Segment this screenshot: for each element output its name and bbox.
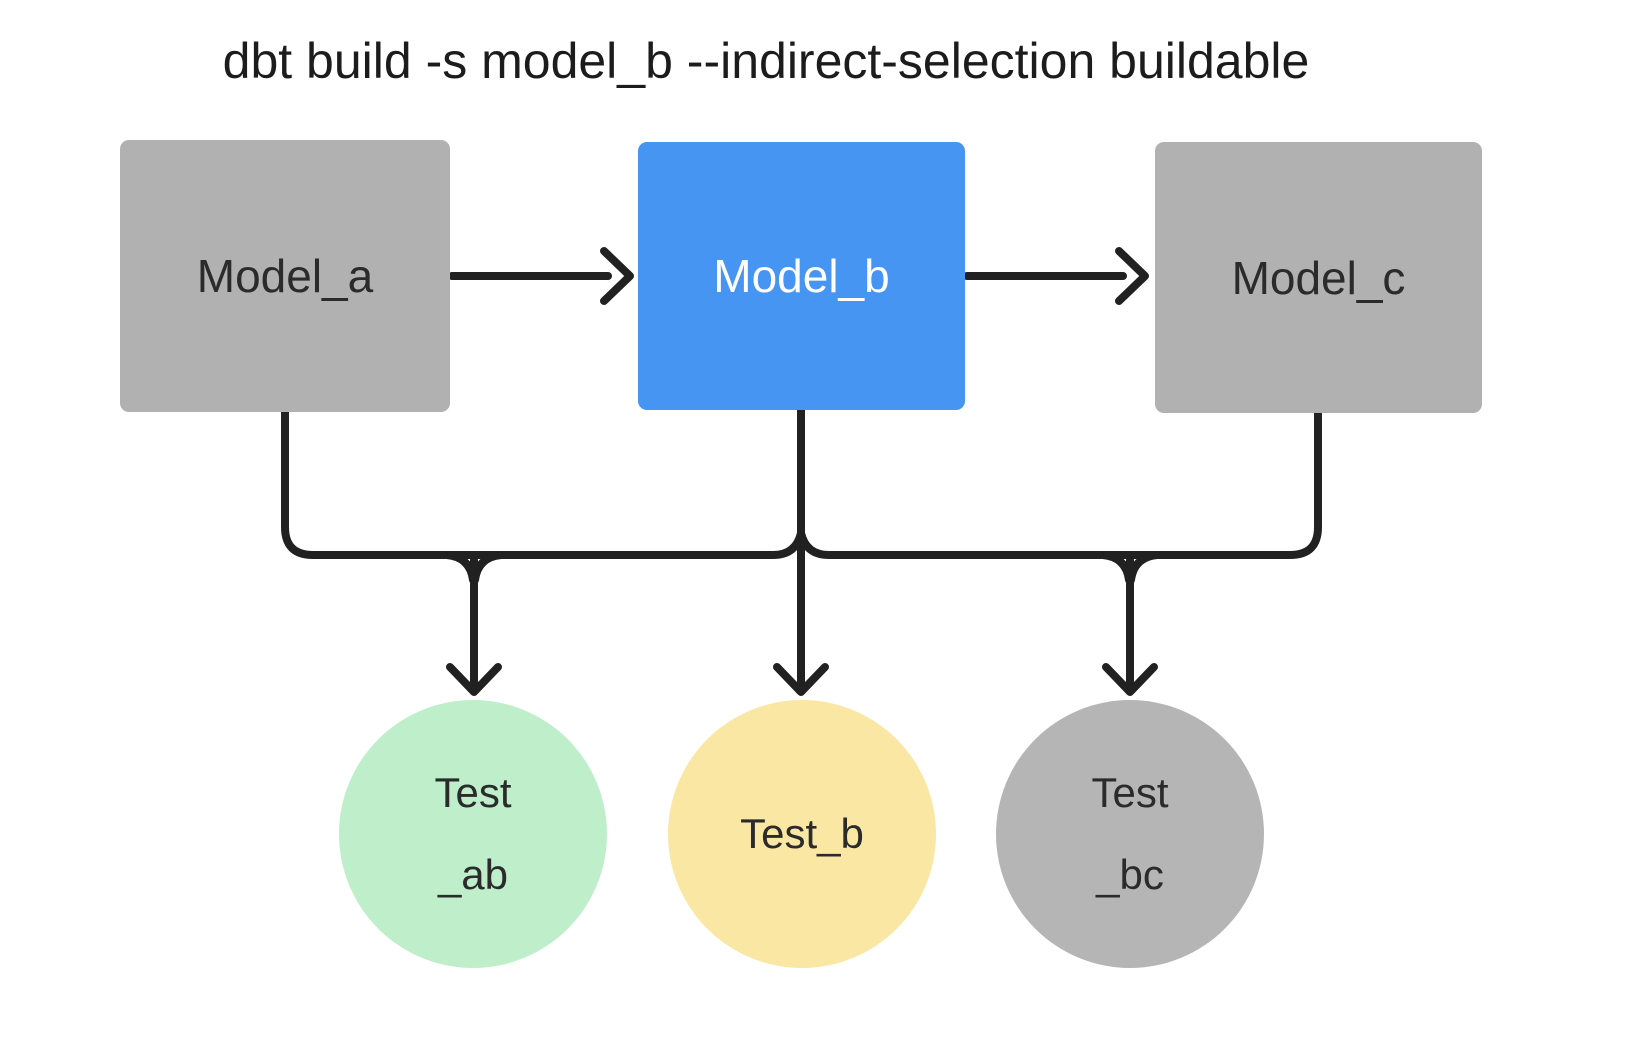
node-test-ab-label-line2: _ab bbox=[437, 851, 509, 898]
node-test-b: Test_b bbox=[668, 700, 936, 968]
node-test-bc: Test _bc bbox=[996, 700, 1264, 968]
edge-model-c-to-bus bbox=[797, 409, 1322, 559]
edge-bus-to-test-ab bbox=[443, 551, 505, 696]
node-test-b-label: Test_b bbox=[740, 810, 864, 858]
node-model-c-label: Model_c bbox=[1231, 251, 1406, 304]
node-model-b-label: Model_b bbox=[713, 250, 890, 302]
edge-model-a-to-model-b bbox=[448, 247, 634, 305]
edge-model-b-to-model-c bbox=[963, 247, 1149, 305]
fork-curve bbox=[443, 551, 477, 584]
edge-model-a-to-bus bbox=[281, 408, 805, 559]
fork-curve bbox=[471, 551, 505, 584]
edge-bus-to-test-bc bbox=[1099, 551, 1161, 696]
node-model-b: Model_b bbox=[638, 142, 965, 410]
fork-curve bbox=[1127, 551, 1161, 584]
node-test-ab: Test _ab bbox=[339, 700, 607, 968]
node-model-c: Model_c bbox=[1155, 142, 1482, 413]
edge-model-b-to-test-b bbox=[773, 406, 829, 696]
node-model-a: Model_a bbox=[120, 140, 450, 412]
arrowhead-right-icon bbox=[600, 247, 634, 305]
arrowhead-down-icon bbox=[773, 663, 829, 696]
node-test-ab-label-line1: Test bbox=[434, 769, 512, 817]
node-model-a-label: Model_a bbox=[196, 250, 374, 302]
arrowhead-down-icon bbox=[446, 663, 502, 696]
arrowhead-right-icon bbox=[1115, 247, 1149, 305]
arrowhead-down-icon bbox=[1102, 663, 1158, 696]
node-test-bc-label-line1: Test bbox=[1091, 769, 1169, 817]
fork-curve bbox=[1099, 551, 1133, 584]
edge-line bbox=[797, 409, 1322, 559]
diagram-title: dbt build -s model_b --indirect-selectio… bbox=[222, 33, 1310, 89]
edge-line bbox=[281, 408, 805, 559]
node-test-bc-label-line2: _bc bbox=[1096, 851, 1164, 898]
